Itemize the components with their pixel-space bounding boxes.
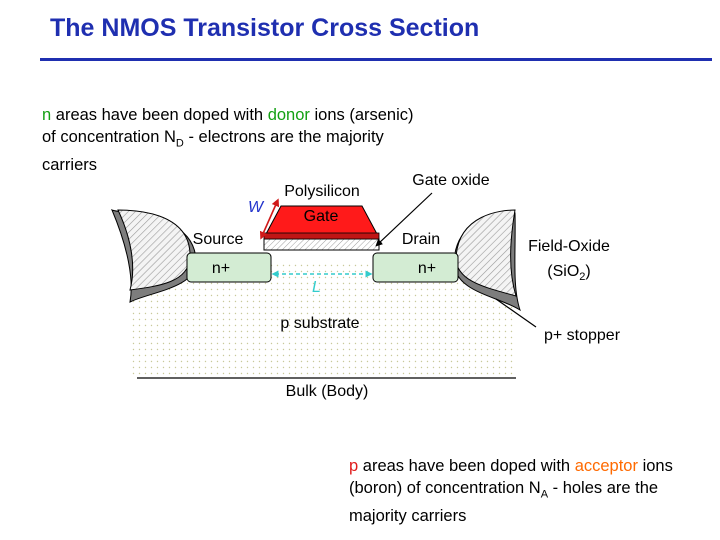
n-plus-drain-label: n+ (418, 260, 436, 277)
p-doping-description: p areas have been doped with acceptor io… (349, 455, 719, 527)
w-dimension-arrow (259, 198, 280, 240)
p-text-3: - holes are the majority carriers (349, 479, 659, 526)
p-text-1: areas have been doped with (358, 457, 575, 475)
bulk-label: Bulk (Body) (286, 383, 369, 400)
gate-oxide-layer (263, 238, 380, 251)
drain-label: Drain (402, 231, 440, 248)
n-keyword: n (42, 106, 52, 124)
polysilicon-label: Polysilicon (284, 183, 360, 200)
n-text-2: ions (arsenic) of concentration N (42, 106, 414, 146)
donor-keyword: donor (267, 106, 310, 124)
p-stopper-label: p+ stopper (544, 327, 621, 344)
p-stopper-pointer (495, 298, 537, 328)
gate-oxide-label: Gate oxide (412, 172, 489, 189)
gate-underline (263, 232, 380, 240)
p-text-2: ions (boron) of concentration N (349, 457, 673, 497)
nd-subscript: D (175, 137, 184, 150)
na-subscript: A (540, 488, 549, 501)
w-label: W (248, 199, 265, 216)
n-text-1: areas have been doped with (51, 106, 268, 124)
field-oxide-label: Field-Oxide (528, 238, 610, 255)
title-underline (40, 58, 712, 61)
n-text-3: - electrons are the majority carriers (42, 128, 384, 175)
gate-label: Gate (304, 208, 339, 225)
n-plus-source-region (186, 252, 272, 283)
n-doping-description: n areas have been doped with donor ions … (42, 104, 422, 176)
field-oxide-left (117, 209, 191, 291)
acceptor-keyword: acceptor (574, 457, 638, 475)
p-keyword: p (349, 457, 359, 475)
n-plus-drain-region (372, 252, 459, 283)
field-oxide-right (455, 209, 517, 297)
source-label: Source (193, 231, 244, 248)
p-substrate-label: p substrate (280, 315, 359, 332)
n-plus-source-label: n+ (212, 260, 230, 277)
gate-oxide-pointer (375, 192, 433, 247)
l-label: L (312, 279, 321, 296)
sio2-label: (SiO2) (547, 263, 590, 283)
page-title: The NMOS Transistor Cross Section (50, 14, 480, 42)
